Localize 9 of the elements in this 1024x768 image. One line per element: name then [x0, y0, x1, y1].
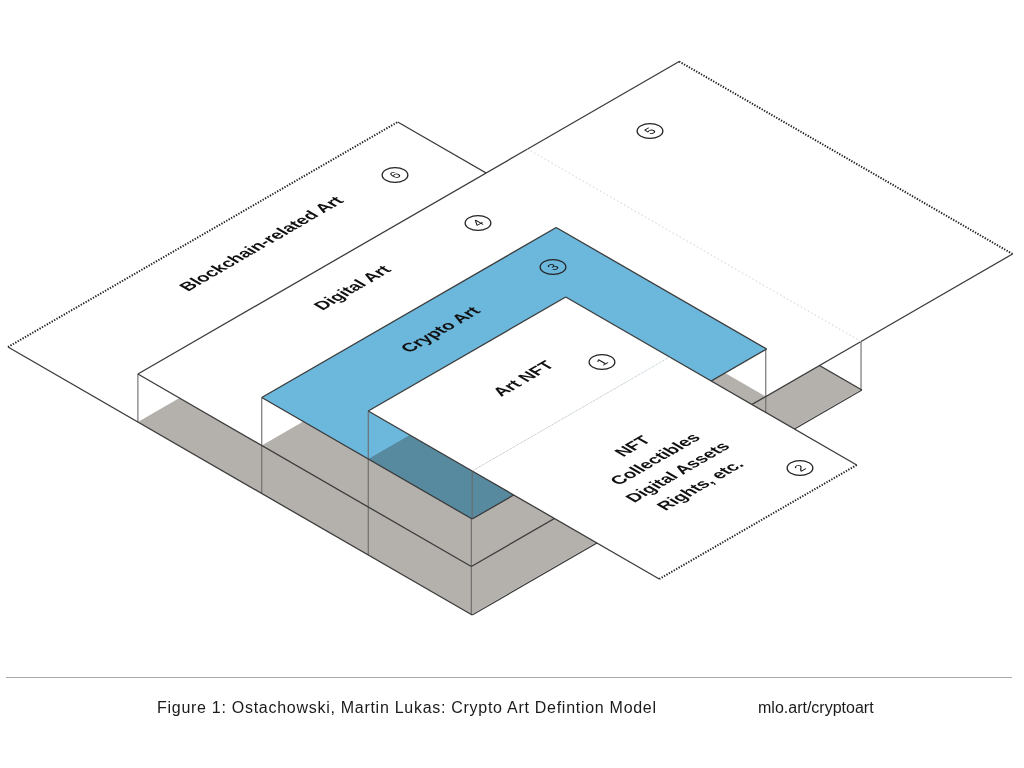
web-address: mlo.art/cryptoart [758, 698, 874, 718]
callout-number: 3 [539, 258, 567, 276]
callout-number: 1 [588, 353, 616, 371]
callout-number: 2 [786, 459, 814, 477]
plane-label: Art NFT [488, 358, 560, 400]
callout-number: 4 [464, 214, 492, 232]
callout-number: 6 [381, 166, 409, 184]
callout-number: 5 [636, 122, 664, 140]
figure-caption: Figure 1: Ostachowski, Martin Lukas: Crypto Art Defintion Model [157, 698, 657, 718]
